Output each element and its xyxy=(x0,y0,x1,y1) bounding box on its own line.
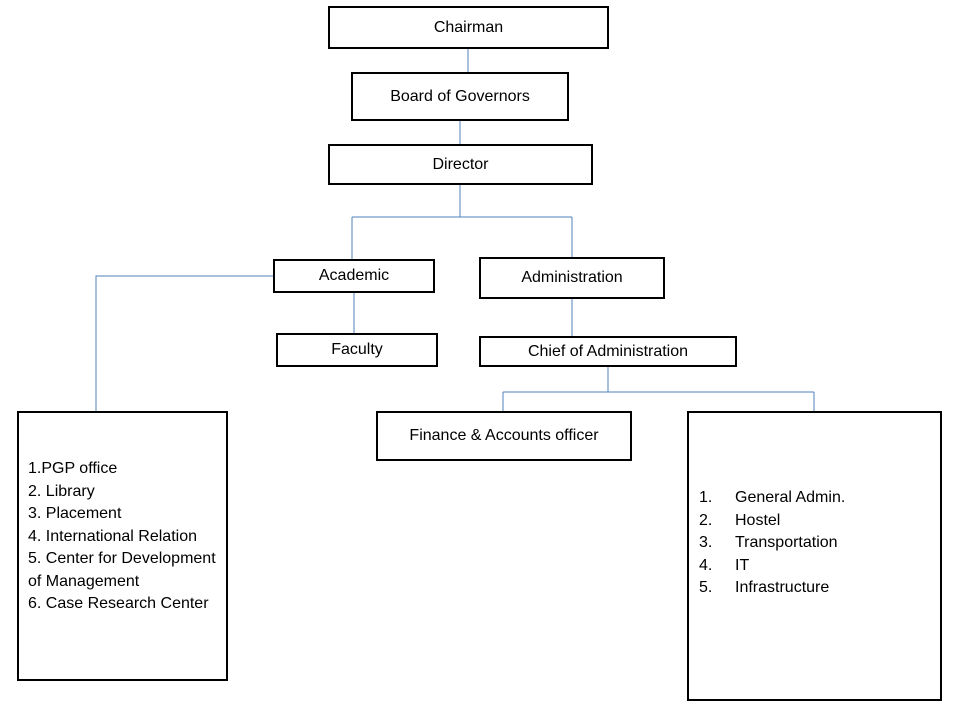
node-director: Director xyxy=(328,144,593,185)
academic-unit-item: 2. Library xyxy=(28,482,95,500)
administration-unit-number: 1. xyxy=(699,489,713,506)
academic-units-box: 1.PGP office 2. Library 3. Placement 4. … xyxy=(17,411,228,681)
administration-unit-label: Infrastructure xyxy=(735,579,830,596)
administration-unit-number: 5. xyxy=(699,579,713,596)
node-finance-accounts-officer-label: Finance & Accounts officer xyxy=(409,427,599,444)
node-director-label: Director xyxy=(432,155,489,173)
administration-unit-label: Transportation xyxy=(735,534,838,551)
academic-unit-item: 3. Placement xyxy=(28,505,122,522)
connector-director-branches xyxy=(351,185,573,259)
administration-unit-item: 2. Hostel xyxy=(699,510,934,533)
node-faculty-label: Faculty xyxy=(331,341,383,358)
node-finance-accounts-officer: Finance & Accounts officer xyxy=(376,411,632,461)
node-academic: Academic xyxy=(273,259,435,293)
academic-unit-item: 1.PGP office xyxy=(28,460,118,477)
node-chief-of-administration: Chief of Administration xyxy=(479,336,737,367)
administration-units-box: 1. General Admin. 2. Hostel 3. Transport… xyxy=(687,411,942,701)
connector-chief-branches xyxy=(502,367,815,411)
node-administration: Administration xyxy=(479,257,665,299)
node-board-of-governors: Board of Governors xyxy=(351,72,569,121)
node-faculty: Faculty xyxy=(276,333,438,367)
node-administration-label: Administration xyxy=(521,269,623,286)
node-academic-label: Academic xyxy=(318,267,390,284)
academic-unit-item: 4. International Relation xyxy=(28,527,197,545)
administration-unit-label: IT xyxy=(735,556,750,574)
administration-unit-number: 4. xyxy=(699,556,713,574)
administration-unit-label: Hostel xyxy=(735,511,781,529)
administration-unit-label: General Admin. xyxy=(735,489,846,506)
academic-unit-item: 6. Case Research Center xyxy=(28,595,209,612)
administration-unit-number: 2. xyxy=(699,511,713,529)
academic-unit-item: 5. Center for Development of Management xyxy=(28,550,216,590)
administration-unit-item: 1. General Admin. xyxy=(699,487,934,510)
administration-unit-number: 3. xyxy=(699,534,713,551)
administration-unit-item: 4. IT xyxy=(699,555,934,578)
administration-unit-item: 3. Transportation xyxy=(699,532,934,555)
node-chairman: Chairman xyxy=(328,6,609,49)
node-chief-of-administration-label: Chief of Administration xyxy=(527,342,689,360)
administration-unit-item: 5. Infrastructure xyxy=(699,577,934,600)
node-chairman-label: Chairman xyxy=(433,18,504,36)
node-board-of-governors-label: Board of Governors xyxy=(390,87,530,105)
connector-academic-units xyxy=(95,275,273,411)
